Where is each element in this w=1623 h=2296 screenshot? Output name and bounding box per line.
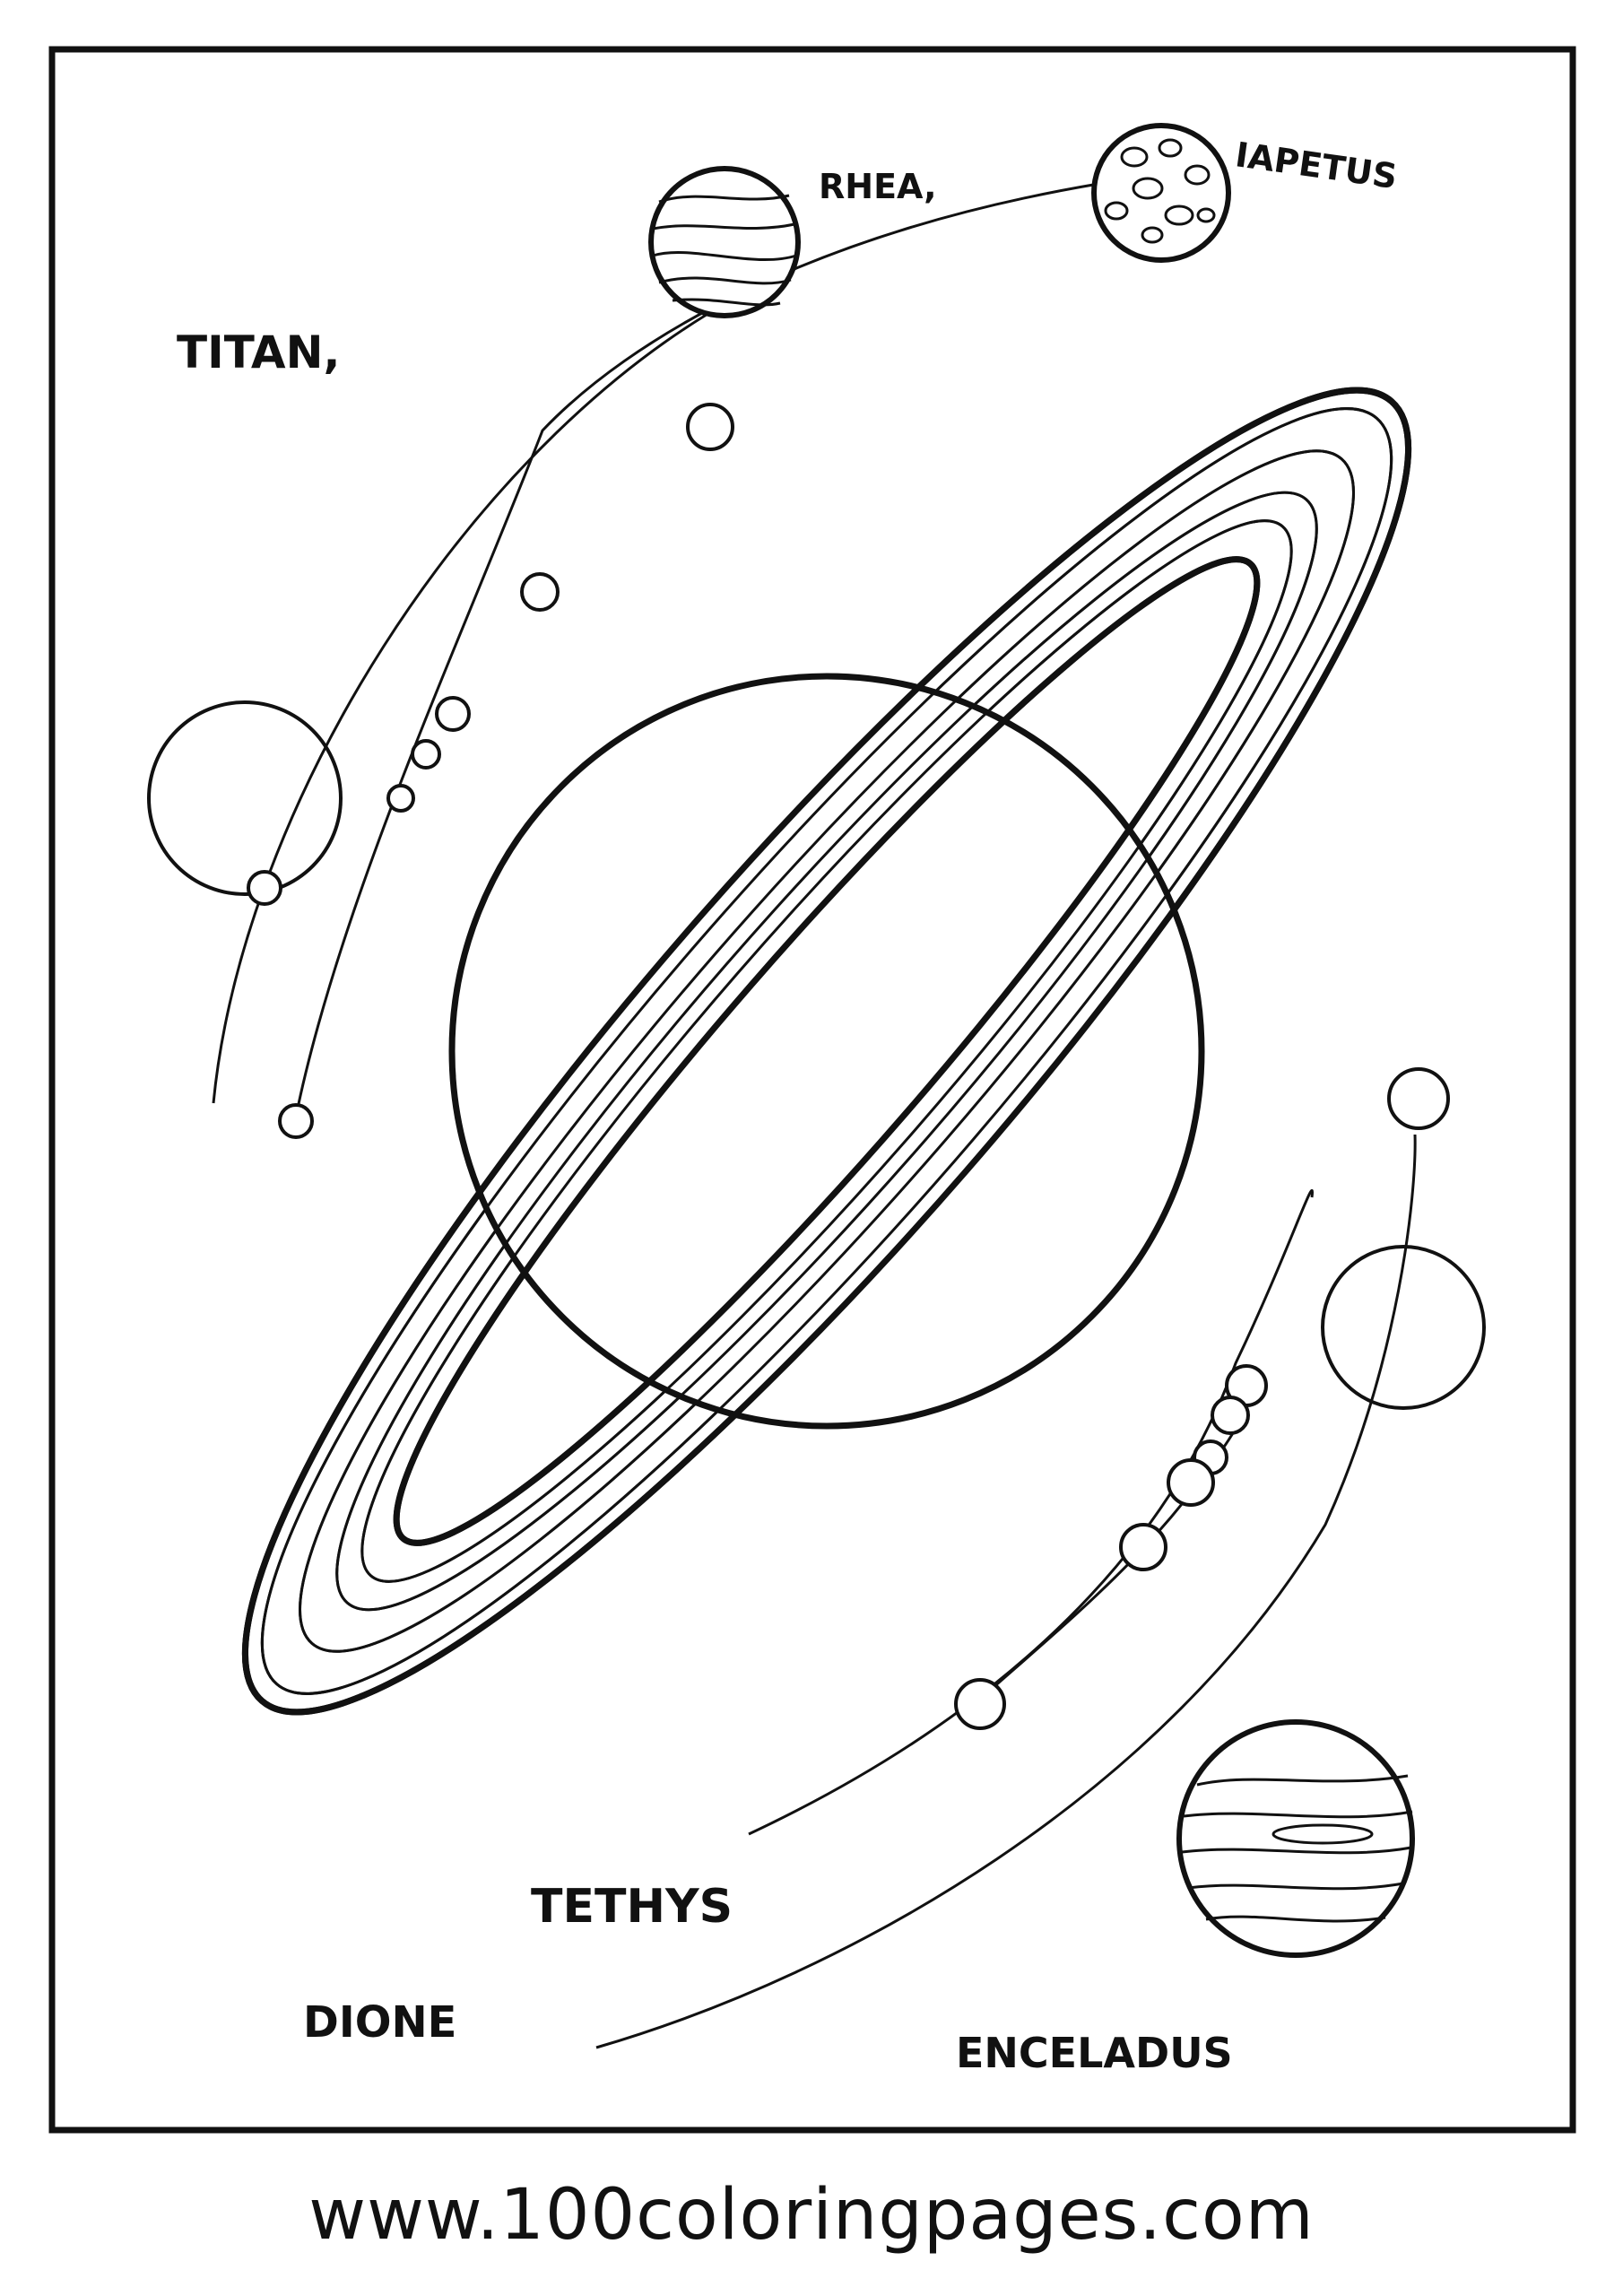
label-rhea: RHEA, bbox=[819, 167, 937, 206]
small-moon-icon bbox=[520, 572, 560, 612]
moon-titan-icon bbox=[147, 700, 343, 896]
small-moon-icon bbox=[386, 784, 415, 813]
label-titan: TITAN, bbox=[177, 326, 341, 378]
small-moon-icon bbox=[278, 1103, 314, 1139]
moon-enceladus-icon bbox=[1176, 1719, 1415, 1958]
small-moon-icon bbox=[954, 1678, 1006, 1730]
moon-rhea-icon bbox=[648, 166, 801, 318]
small-moon-icon bbox=[435, 696, 471, 732]
page-frame bbox=[48, 46, 1576, 2134]
orbit-line-dione bbox=[595, 1134, 1417, 2049]
moon-iapetus-icon bbox=[1091, 123, 1231, 263]
saturn-body bbox=[448, 673, 1205, 1430]
small-moon-icon bbox=[1119, 1523, 1167, 1571]
label-dione: DIONE bbox=[303, 1997, 457, 2048]
moon-dione-icon bbox=[1321, 1245, 1486, 1410]
small-moon-icon bbox=[1167, 1458, 1215, 1507]
small-moon-icon bbox=[247, 870, 282, 906]
orbit-line-titan bbox=[212, 299, 732, 1104]
label-tethys: TETHYS bbox=[531, 1880, 733, 1934]
small-moon-icon bbox=[686, 403, 734, 451]
footer-url: www.100coloringpages.com bbox=[308, 2175, 1315, 2256]
orbit-line-rhea bbox=[294, 182, 1099, 1118]
small-moon-icon bbox=[1211, 1396, 1250, 1435]
label-enceladus: ENCELADUS bbox=[956, 2029, 1233, 2077]
small-moon-icon bbox=[411, 739, 441, 770]
small-moons bbox=[247, 403, 1450, 1730]
small-moon-icon bbox=[1387, 1067, 1450, 1130]
